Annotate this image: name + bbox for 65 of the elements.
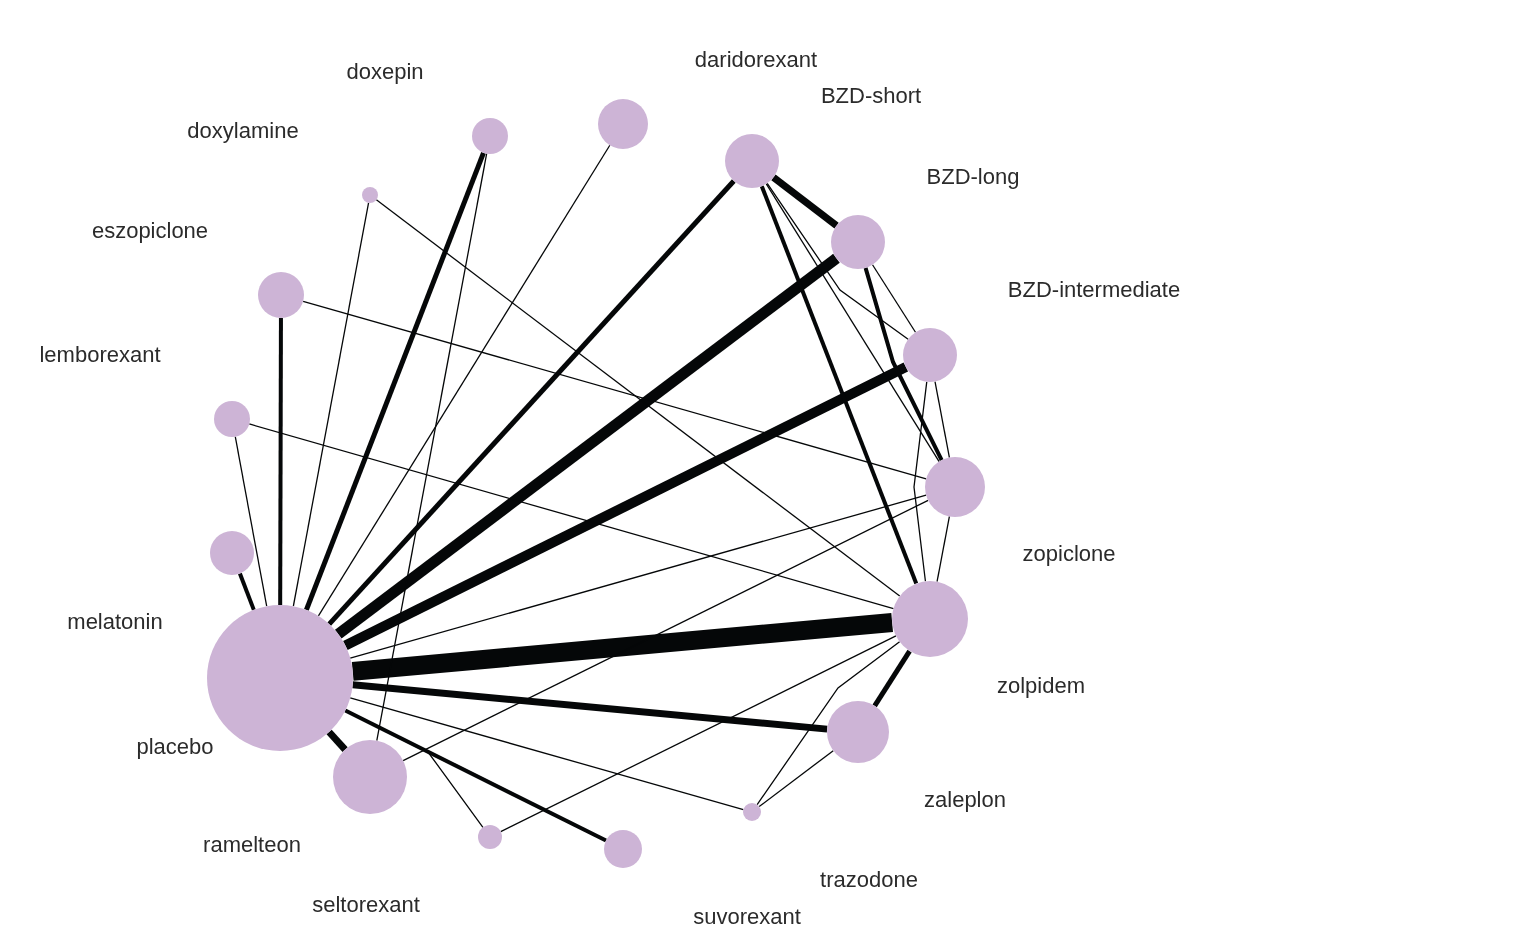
network-edge — [402, 499, 929, 762]
network-edge — [352, 681, 828, 733]
network-edge — [238, 572, 256, 611]
treatment-label: doxylamine — [187, 120, 299, 142]
treatment-node — [743, 803, 761, 821]
treatment-label: melatonin — [67, 611, 163, 633]
treatment-node — [333, 740, 407, 814]
network-edge — [759, 185, 919, 585]
treatment-label: doxepin — [346, 61, 424, 83]
network-edge — [913, 381, 928, 582]
treatment-label: BZD-long — [926, 166, 1020, 188]
network-edge — [326, 729, 348, 752]
treatment-label: zopiclone — [1022, 543, 1116, 565]
network-edge — [500, 635, 897, 833]
network-edge — [304, 151, 486, 611]
network-edge — [376, 153, 488, 742]
treatment-label: placebo — [136, 736, 214, 758]
network-edge — [872, 649, 912, 708]
network-edge — [871, 264, 917, 333]
treatment-node — [925, 457, 985, 517]
network-edge — [234, 436, 268, 607]
network-edge — [248, 423, 895, 610]
network-edge — [292, 202, 370, 607]
treatment-label: daridorexant — [694, 49, 818, 71]
network-edge — [327, 179, 736, 626]
treatment-label: ramelteon — [203, 834, 301, 856]
treatment-node — [903, 328, 957, 382]
network-edge — [344, 710, 484, 828]
treatment-node — [604, 830, 642, 868]
network-edge — [766, 182, 909, 340]
treatment-label: zaleplon — [924, 789, 1006, 811]
treatment-node — [472, 118, 508, 154]
treatment-label: lemborexant — [39, 344, 161, 366]
network-edge — [863, 267, 944, 461]
treatment-node — [258, 272, 304, 318]
network-edge — [349, 494, 927, 659]
network-edge — [343, 362, 909, 650]
treatment-label: trazodone — [820, 869, 918, 891]
treatment-node — [598, 99, 648, 149]
treatment-node — [831, 215, 885, 269]
treatment-node — [478, 825, 502, 849]
network-edge — [765, 183, 940, 463]
treatment-node — [362, 187, 378, 203]
treatment-label: BZD-short — [820, 85, 922, 107]
network-edge — [349, 697, 744, 811]
treatment-label: zolpidem — [997, 675, 1085, 697]
network-edge — [936, 515, 951, 583]
network-edge — [317, 144, 611, 617]
network-edge — [344, 708, 607, 843]
network-edge — [771, 174, 839, 229]
network-edge — [278, 318, 283, 605]
network-edge — [375, 199, 901, 597]
treatment-node — [210, 531, 254, 575]
network-edge — [934, 380, 951, 459]
network-edge — [302, 300, 927, 480]
network-edge — [334, 253, 840, 639]
network-edge — [756, 641, 901, 806]
treatment-label: seltorexant — [312, 894, 420, 916]
treatment-label: eszopiclone — [91, 220, 209, 242]
treatment-label: suvorexant — [693, 906, 801, 928]
treatment-label: BZD-intermediate — [1007, 279, 1181, 301]
treatment-node — [725, 134, 779, 188]
network-edge — [351, 612, 893, 681]
network-edge — [758, 750, 834, 808]
treatment-node — [214, 401, 250, 437]
